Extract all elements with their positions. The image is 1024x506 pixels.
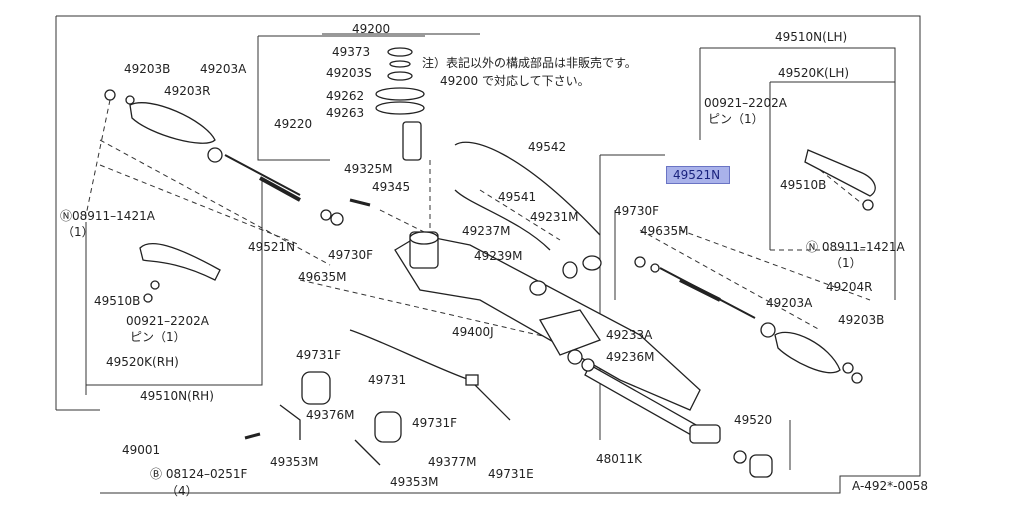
label-00921-right[interactable]: 00921–2202A (704, 96, 787, 110)
label-pin-left: ピン（1） (130, 330, 186, 344)
label-49231m[interactable]: 49231M (530, 210, 579, 224)
label-49203b-right[interactable]: 49203B (838, 313, 885, 327)
label-08911-right[interactable]: Ⓝ 08911–1421A (806, 240, 905, 254)
label-49731e[interactable]: 49731E (488, 467, 534, 481)
label-49239m[interactable]: 49239M (474, 249, 523, 263)
label-49203a-left[interactable]: 49203A (200, 62, 247, 76)
label-49730f-right[interactable]: 49730F (614, 204, 660, 218)
label-49376m[interactable]: 49376M (306, 408, 355, 422)
note-line-1: 注）表記以外の構成部品は非販売です。 (422, 56, 637, 70)
label-49635m-left[interactable]: 49635M (298, 270, 347, 284)
label-49730f-left[interactable]: 49730F (328, 248, 374, 262)
label-49521n-left[interactable]: 49521N (248, 240, 296, 254)
label-49325m[interactable]: 49325M (344, 162, 393, 176)
label-49203b-left[interactable]: 49203B (124, 62, 171, 76)
label-49203a-right[interactable]: 49203A (766, 296, 813, 310)
label-49731f-b[interactable]: 49731F (412, 416, 458, 430)
label-48011k[interactable]: 48011K (596, 452, 643, 466)
label-49510n-lh[interactable]: 49510N(LH) (775, 30, 848, 44)
label-49542[interactable]: 49542 (528, 140, 567, 154)
label-49203s[interactable]: 49203S (326, 66, 372, 80)
label-49520[interactable]: 49520 (734, 413, 773, 427)
label-49220[interactable]: 49220 (274, 117, 313, 131)
label-49377m[interactable]: 49377M (428, 455, 477, 469)
label-08124-qty: （4） (166, 484, 198, 498)
highlight-49521n[interactable]: 49521N (666, 166, 730, 184)
label-49233a[interactable]: 49233A (606, 328, 653, 342)
label-49510b-left[interactable]: 49510B (94, 294, 141, 308)
label-49203r[interactable]: 49203R (164, 84, 211, 98)
label-49353m-b[interactable]: 49353M (390, 475, 439, 489)
label-49353m-a[interactable]: 49353M (270, 455, 319, 469)
label-49204r[interactable]: 49204R (826, 280, 873, 294)
label-00921-left[interactable]: 00921–2202A (126, 314, 209, 328)
label-49345[interactable]: 49345 (372, 180, 411, 194)
label-49541[interactable]: 49541 (498, 190, 537, 204)
label-49731f-a[interactable]: 49731F (296, 348, 342, 362)
label-49520k-lh[interactable]: 49520K(LH) (778, 66, 850, 80)
label-49262[interactable]: 49262 (326, 89, 365, 103)
reference-code: A-492*-0058 (852, 479, 929, 493)
label-49237m[interactable]: 49237M (462, 224, 511, 238)
label-08911-left[interactable]: Ⓝ08911–1421A (60, 209, 155, 223)
label-49520k-rh[interactable]: 49520K(RH) (106, 355, 179, 369)
frame-outline (56, 15, 921, 494)
note-line-2: 49200 で対応して下さい。 (440, 74, 590, 88)
label-pin-right: ピン（1） (708, 112, 764, 126)
label-08124[interactable]: Ⓑ 08124–0251F (150, 467, 248, 481)
label-49510b-right[interactable]: 49510B (780, 178, 827, 192)
label-49200[interactable]: 49200 (352, 22, 391, 36)
label-49510n-rh[interactable]: 49510N(RH) (140, 389, 214, 403)
label-49001[interactable]: 49001 (122, 443, 161, 457)
boot-right (774, 331, 841, 374)
boot-left (129, 102, 216, 144)
label-49635m-right[interactable]: 49635M (640, 224, 689, 238)
label-49400j[interactable]: 49400J (452, 325, 494, 339)
label-08911-left-qty: （1） (62, 225, 94, 239)
label-49263[interactable]: 49263 (326, 106, 365, 120)
label-08911-right-qty: （1） (830, 256, 862, 270)
label-49731[interactable]: 49731 (368, 373, 407, 387)
label-49373[interactable]: 49373 (332, 45, 371, 59)
label-49236m[interactable]: 49236M (606, 350, 655, 364)
